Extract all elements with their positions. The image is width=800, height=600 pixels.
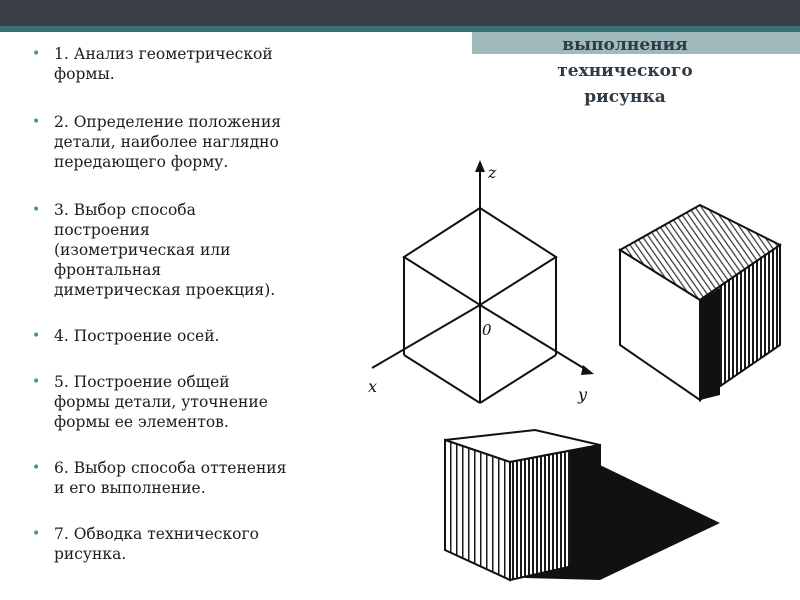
list-item-line: 7. Обводка технического [54,525,259,543]
list-item-line: и его выполнение. [54,479,206,497]
list-item-line: 3. Выбор способа [54,201,196,219]
title-line: технического [557,61,693,81]
title-line: выполнения [562,35,688,55]
list-item-line: формы детали, уточнение [54,393,268,411]
list-item: • 2. Определение положения детали, наибо… [30,112,380,172]
list-item-line: фронтальная [54,261,162,279]
list-item: • 7. Обводка технического рисунка. [30,524,380,564]
accent-bar [0,26,800,32]
axis-label-x: x [368,377,377,396]
list-item-line: детали, наиболее наглядно [54,133,279,151]
list-item: • 4. Построение осей. [30,326,380,346]
list-item-line: формы. [54,65,115,83]
list-item-line: 5. Построение общей [54,373,230,391]
list-item: • 5. Построение общей формы детали, уточ… [30,372,380,432]
list-item-line: передающего форму. [54,153,229,171]
axes-cube [371,160,594,404]
list-item-line: 4. Построение осей. [54,327,220,345]
list-item-line: диметрическая проекция). [54,281,276,299]
axis-label-origin: 0 [482,321,492,339]
bullet-icon: • [32,328,41,344]
list-item-line: формы ее элементов. [54,413,229,431]
axis-label-y: y [577,385,588,404]
list-item: • 6. Выбор способа оттенения и его выпол… [30,458,380,498]
slide-title: выполнения технического рисунка [480,32,770,110]
list-item-line: 6. Выбор способа оттенения [54,459,287,477]
title-line: рисунка [584,87,666,107]
bullet-icon: • [32,46,41,62]
steps-list: • 1. Анализ геометрической формы. • 2. О… [30,44,380,564]
list-item-line: (изометрическая или [54,241,231,259]
list-item: • 3. Выбор способа построения (изометрич… [30,200,380,300]
bullet-icon: • [32,202,41,218]
cube-drawings: z x y 0 [368,160,782,582]
bullet-icon: • [32,114,41,130]
list-item-line: рисунка. [54,545,127,563]
list-item-line: построения [54,221,150,239]
bullet-icon: • [32,374,41,390]
title-background [472,32,800,54]
cube-with-shadow [444,428,720,582]
shaded-cube [618,203,782,402]
top-bar [0,0,800,26]
bullet-icon: • [32,460,41,476]
axis-label-z: z [487,163,497,182]
list-item-line: 1. Анализ геометрической [54,45,273,63]
list-item-line: 2. Определение положения [54,113,282,131]
bullet-icon: • [32,526,41,542]
list-item: • 1. Анализ геометрической формы. [30,44,380,84]
